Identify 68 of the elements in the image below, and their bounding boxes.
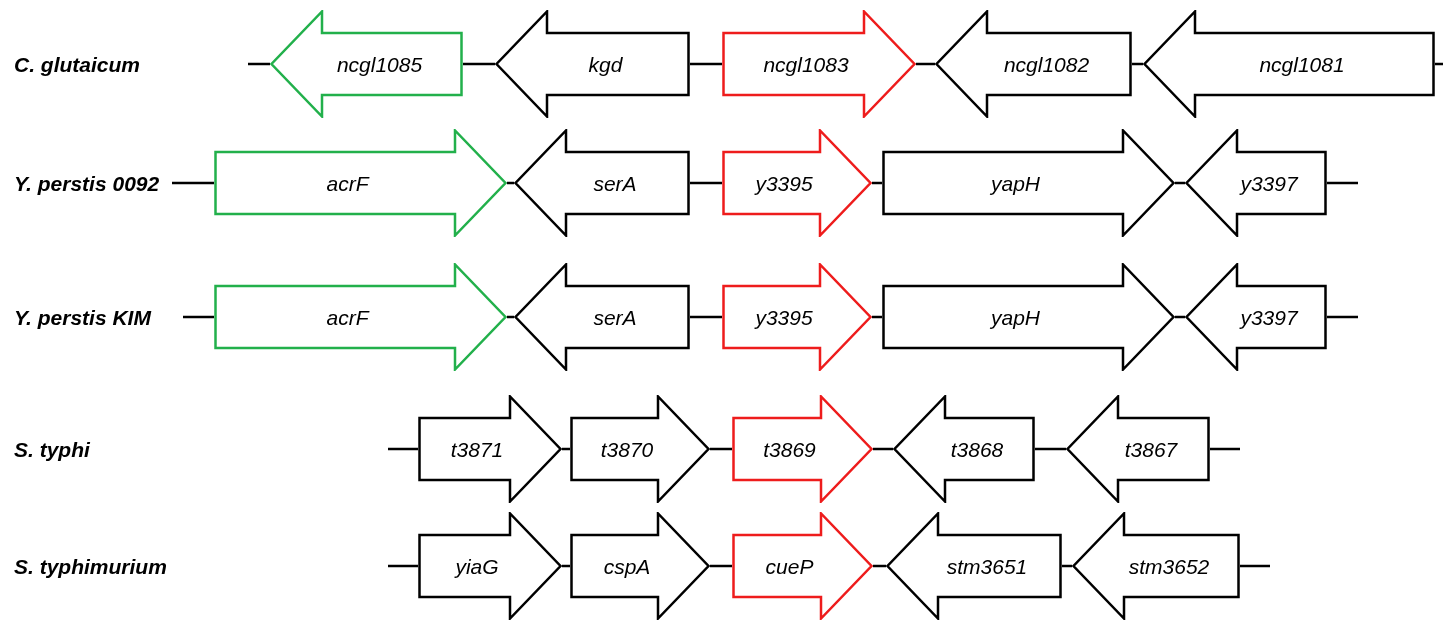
gene-symbol xyxy=(893,395,1035,503)
gene-symbol xyxy=(732,512,873,620)
backbone-line xyxy=(1210,447,1240,451)
gene-symbol xyxy=(570,395,710,503)
gene-symbol xyxy=(1066,395,1210,503)
gene-symbol xyxy=(514,263,690,371)
gene-symbol xyxy=(882,263,1175,371)
gene-symbol xyxy=(732,395,873,503)
backbone-line xyxy=(248,62,270,66)
gene-symbol xyxy=(935,10,1132,118)
gene-symbol xyxy=(514,129,690,237)
gene-name: cueP xyxy=(765,555,814,577)
gene-name: ncgl1083 xyxy=(763,53,849,75)
gene-name: y3395 xyxy=(755,306,813,328)
gene-symbol xyxy=(722,10,916,118)
backbone-line xyxy=(873,447,893,451)
backbone-line xyxy=(1035,447,1066,451)
backbone-line xyxy=(1240,564,1270,568)
backbone-line xyxy=(1327,315,1358,319)
gene-name: t3868 xyxy=(950,438,1004,460)
gene-name: y3395 xyxy=(755,172,813,194)
gene-name: y3397 xyxy=(1240,172,1298,194)
gene-symbol xyxy=(418,395,562,503)
backbone-line xyxy=(710,447,732,451)
gene-name: yapH xyxy=(991,172,1040,194)
gene-symbol xyxy=(1072,512,1240,620)
backbone-line xyxy=(388,447,418,451)
backbone-line xyxy=(463,62,495,66)
gene-symbol xyxy=(570,512,710,620)
gene-name: t3869 xyxy=(763,438,816,460)
backbone-line xyxy=(916,62,935,66)
backbone-line xyxy=(690,181,722,185)
gene-name: serA xyxy=(593,306,637,328)
gene-symbol xyxy=(886,512,1062,620)
gene-symbol xyxy=(722,263,872,371)
gene-name: yapH xyxy=(991,306,1040,328)
gene-symbol xyxy=(214,263,507,371)
gene-name: acrF xyxy=(326,306,369,328)
gene-symbol xyxy=(495,10,690,118)
gene-name: kgd xyxy=(588,53,623,75)
gene-name: acrF xyxy=(326,172,369,194)
backbone-line xyxy=(388,564,418,568)
gene-name: serA xyxy=(593,172,637,194)
backbone-line xyxy=(183,315,214,319)
gene-symbol xyxy=(1143,10,1435,118)
gene-symbol xyxy=(882,129,1175,237)
gene-name: ncgl1081 xyxy=(1259,53,1345,75)
gene-symbol xyxy=(1185,263,1327,371)
gene-name: cspA xyxy=(603,555,651,577)
gene-name: ncgl1082 xyxy=(1003,53,1090,75)
gene-name: y3397 xyxy=(1240,306,1298,328)
gene-name: t3870 xyxy=(600,438,654,460)
gene-name: yiaG xyxy=(455,555,499,577)
gene-name: stm3652 xyxy=(1128,555,1210,577)
backbone-line xyxy=(690,315,722,319)
gene-name: stm3651 xyxy=(946,555,1028,577)
backbone-line xyxy=(690,62,722,66)
gene-name: ncgl1085 xyxy=(336,53,423,75)
gene-symbol xyxy=(1185,129,1327,237)
gene-symbol xyxy=(270,10,463,118)
gene-symbol xyxy=(722,129,872,237)
backbone-line xyxy=(1327,181,1358,185)
gene-name: t3871 xyxy=(450,438,504,460)
backbone-line xyxy=(172,181,214,185)
gene-symbol xyxy=(214,129,507,237)
gene-name: t3867 xyxy=(1124,438,1178,460)
backbone-line xyxy=(710,564,732,568)
gene-symbol xyxy=(418,512,562,620)
